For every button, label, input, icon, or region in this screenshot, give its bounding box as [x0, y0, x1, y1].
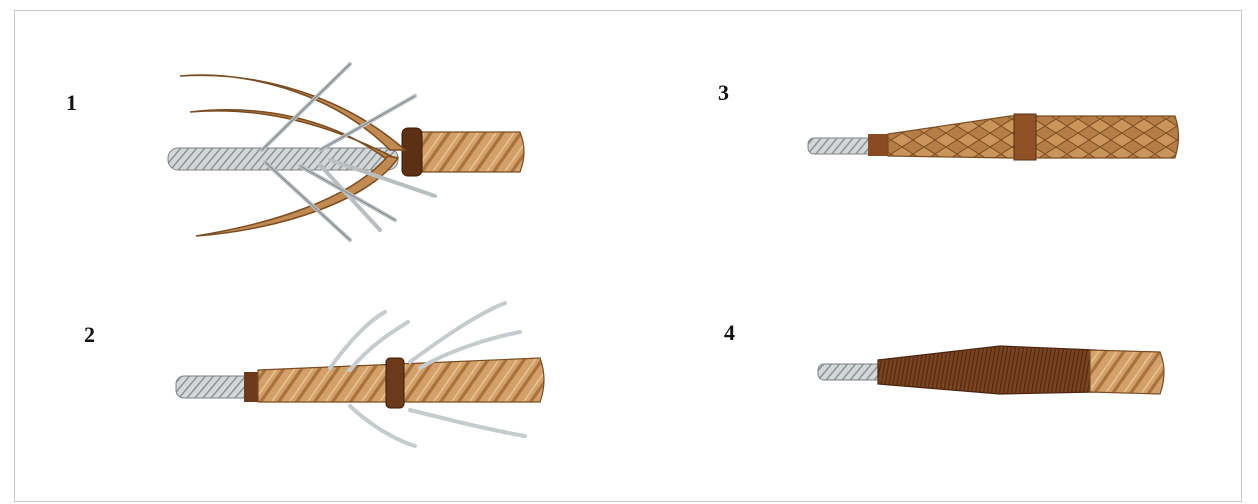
step-1-illustration: [168, 64, 524, 240]
step-3-illustration: [808, 114, 1179, 160]
step-2-illustration: [176, 303, 544, 446]
step-4-illustration: [818, 346, 1164, 394]
